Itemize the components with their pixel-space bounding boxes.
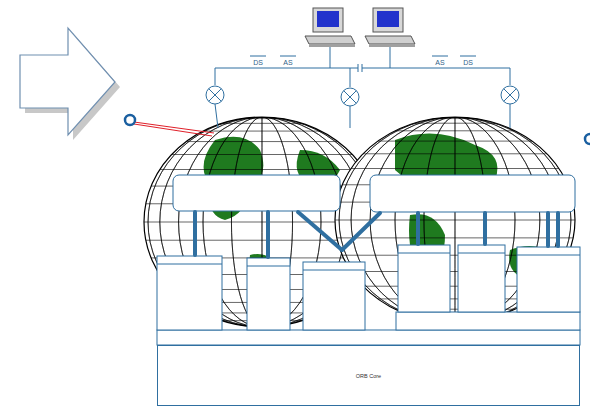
orb-band: ORB Core xyxy=(157,345,580,406)
computer-icons xyxy=(305,8,415,47)
bus-lines xyxy=(195,212,558,257)
band-label: ORB Core xyxy=(356,373,381,379)
component-boxes xyxy=(157,175,580,345)
pin-marker xyxy=(125,115,590,144)
port-label: DS xyxy=(463,59,473,66)
port-label: AS xyxy=(435,59,444,66)
port-label: AS xyxy=(283,59,292,66)
network xyxy=(206,45,519,128)
big-arrow xyxy=(20,28,115,135)
port-label: DS xyxy=(253,59,263,66)
